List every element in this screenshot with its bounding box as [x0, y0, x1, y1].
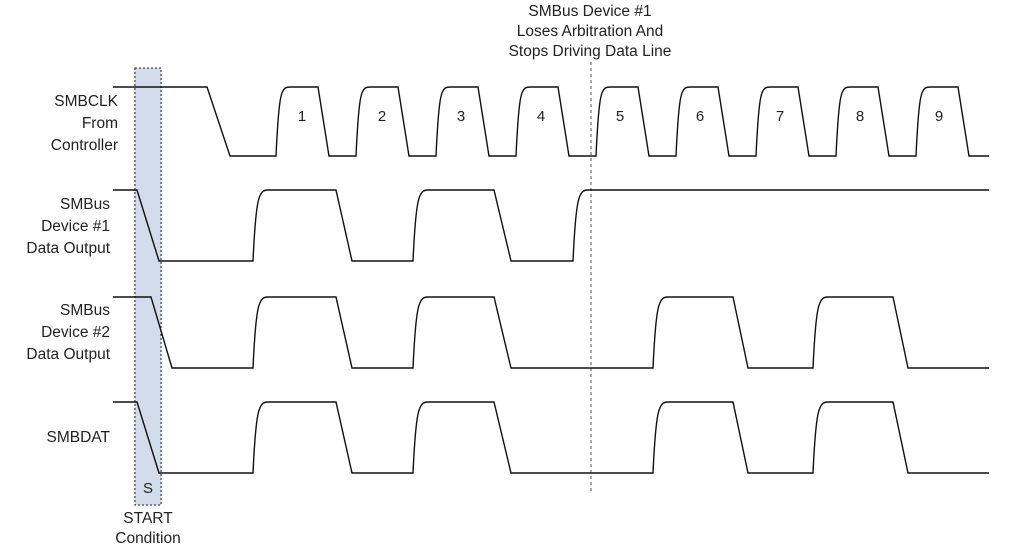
smbdat-waveform: [113, 401, 989, 474]
clock-number-2: 2: [377, 108, 387, 125]
clock-number-4: 4: [536, 108, 546, 125]
clock-number-1: 1: [297, 108, 307, 125]
clock-number-5: 5: [615, 108, 625, 125]
clock-number-8: 8: [855, 108, 865, 125]
smbdat-label: SMBDAT: [46, 429, 110, 446]
start-condition-highlight: [134, 67, 162, 506]
clock-number-9: 9: [934, 108, 944, 125]
clock-number-6: 6: [695, 108, 705, 125]
clock-number-3: 3: [456, 108, 466, 125]
device1-data-waveform: [113, 189, 989, 262]
smbclk-waveform: [113, 86, 989, 157]
start-marker: S: [142, 480, 153, 497]
device2-data-waveform: [113, 296, 989, 369]
clock-number-7: 7: [775, 108, 785, 125]
